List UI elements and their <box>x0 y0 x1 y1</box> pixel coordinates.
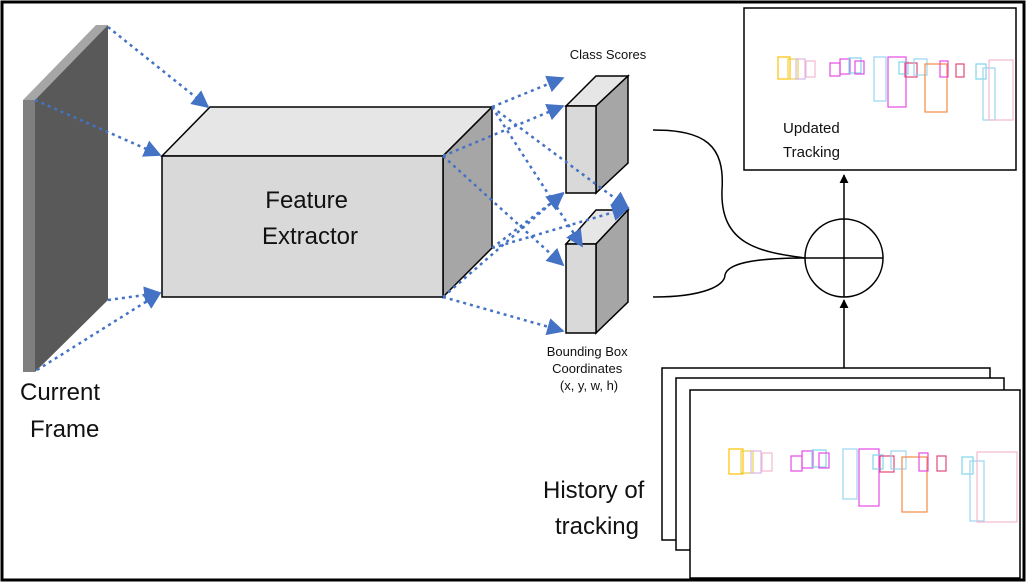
extractor-to-heads-arrows <box>442 75 630 336</box>
current-frame-label-line1: Current <box>20 379 100 406</box>
bounding-box-label: Bounding Box Coordinates (x, y, w, h) <box>547 344 632 393</box>
bounding-box-block <box>564 208 630 335</box>
current-frame-label: Current Frame <box>20 379 107 443</box>
updated-tracking-panel <box>743 7 1017 171</box>
updated-tracking-label-line2: Tracking <box>783 144 840 161</box>
current-frame-label-line2: Frame <box>30 416 99 443</box>
class-scores-connector <box>652 129 806 259</box>
current-frame-slab <box>23 25 108 372</box>
feature-extractor-label-line1: Feature <box>265 187 348 214</box>
updated-tracking-label-line1: Updated <box>783 120 840 137</box>
history-stack <box>661 367 1021 579</box>
feature-extractor-label-line2: Extractor <box>262 223 358 250</box>
history-tracking-boxes <box>728 448 1018 523</box>
bounding-box-label-line1: Bounding Box <box>547 344 628 359</box>
bounding-box-label-line3: (x, y, w, h) <box>560 378 618 393</box>
history-label-line1: History of <box>543 477 645 504</box>
history-page-front <box>689 389 1021 579</box>
feature-extractor-box <box>160 105 494 299</box>
class-scores-label: Class Scores <box>570 47 647 62</box>
feature-extractor-label: Feature Extractor <box>262 187 358 250</box>
class-scores-block <box>564 74 630 195</box>
updated-tracking-boxes <box>777 56 1014 121</box>
bbox-connector <box>652 257 806 298</box>
history-label-line2: tracking <box>555 513 639 540</box>
frame-to-extractor-arrows <box>34 26 210 372</box>
history-label: History of tracking <box>543 477 651 540</box>
bounding-box-label-line2: Coordinates <box>552 361 623 376</box>
updated-tracking-label: Updated Tracking <box>783 120 844 161</box>
combine-operator <box>804 218 884 298</box>
